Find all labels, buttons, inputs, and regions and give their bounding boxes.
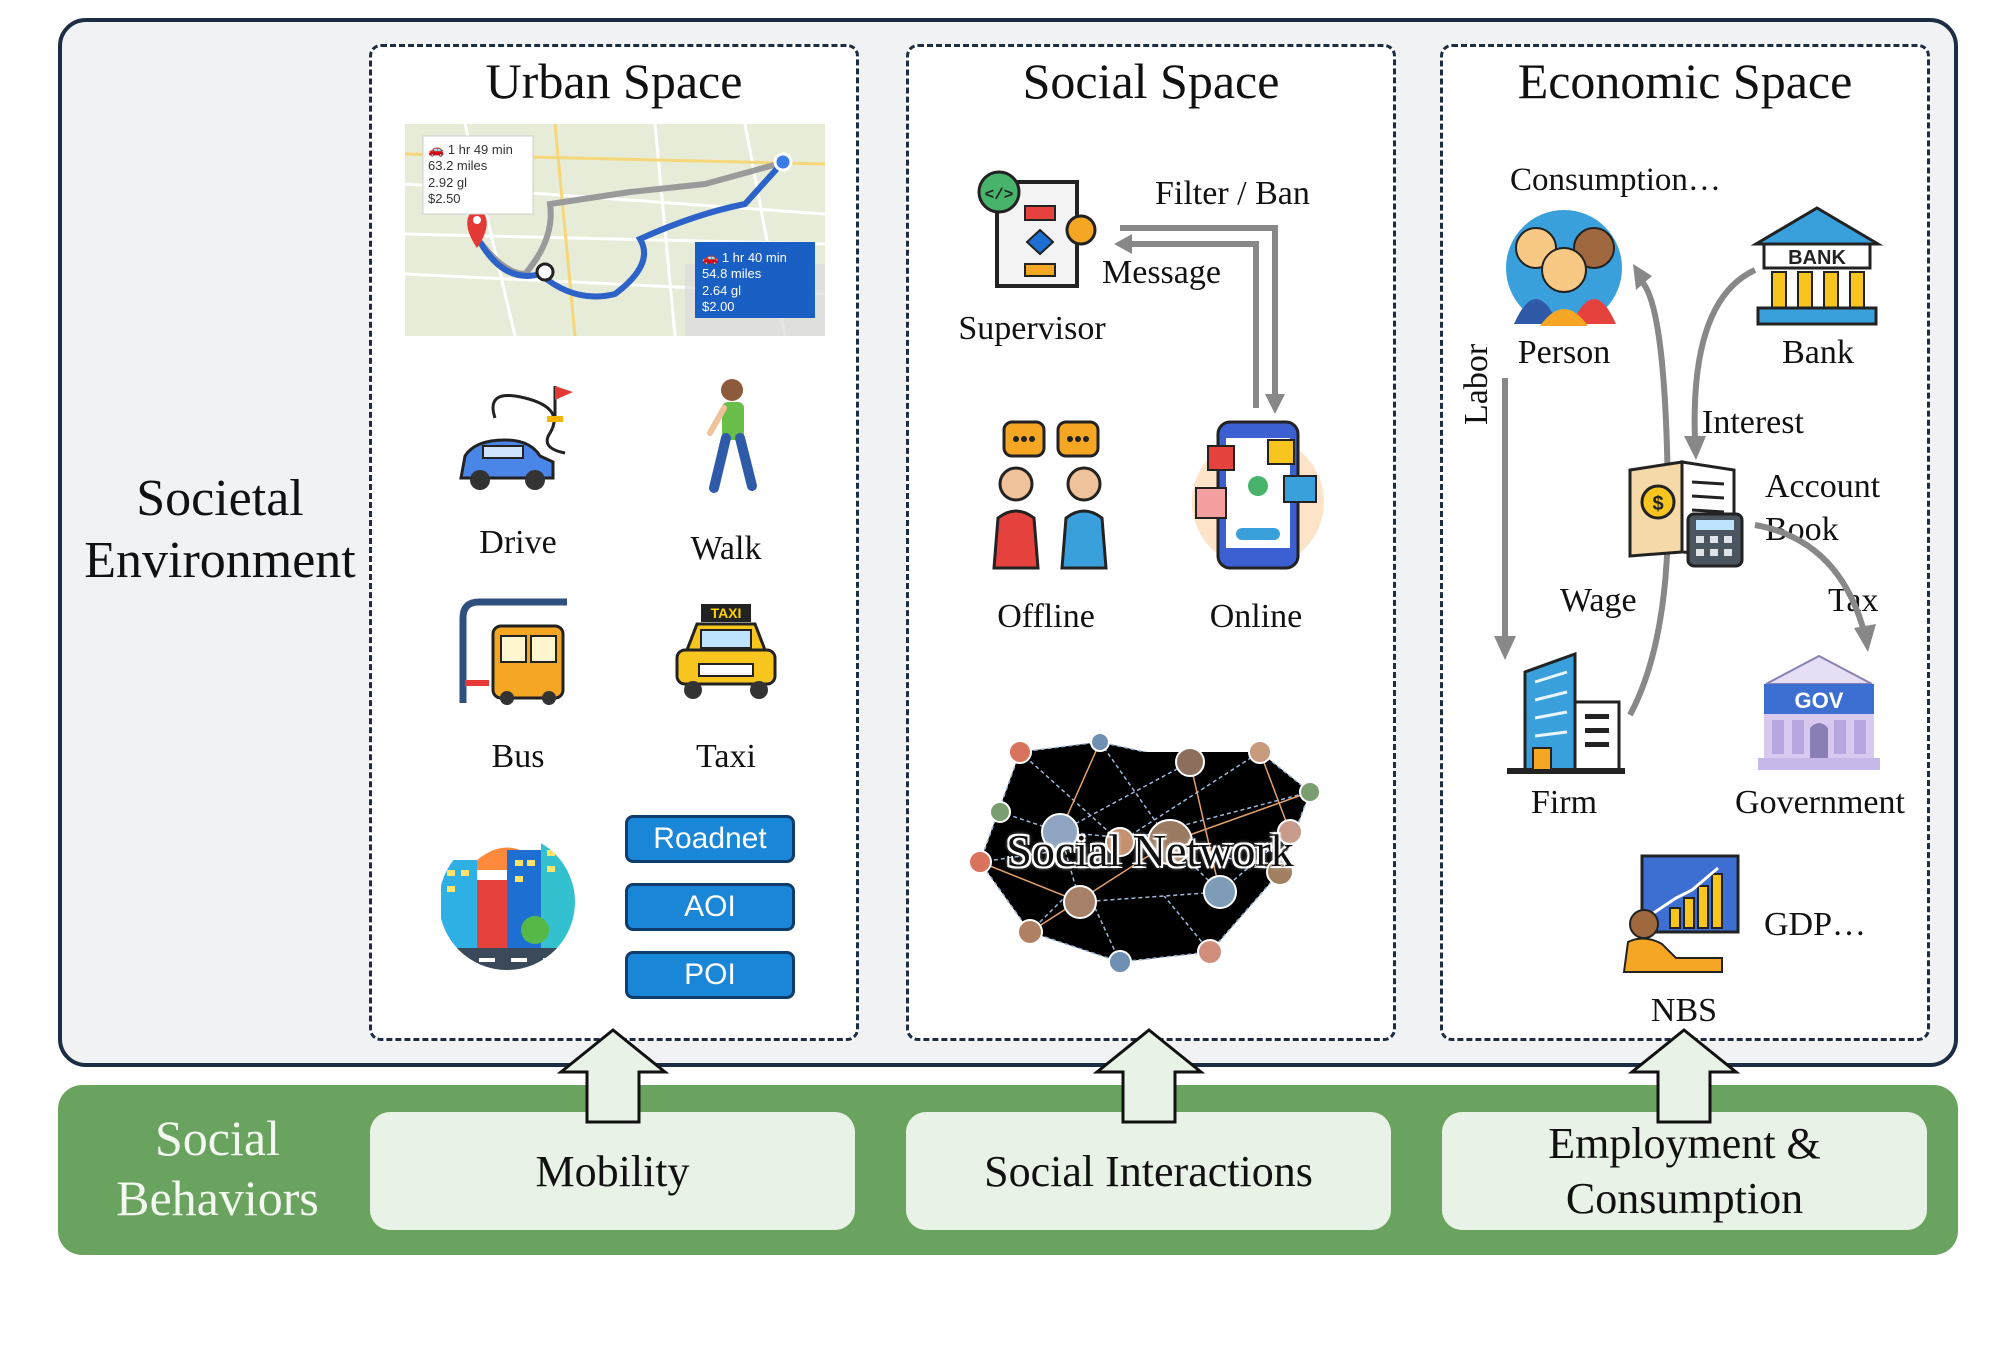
poi-chip: POI — [625, 951, 795, 999]
bank-icon: BANK — [1750, 206, 1884, 326]
consumption-label: Consumption… — [1510, 162, 1721, 198]
gdp-label: GDP… — [1764, 906, 1867, 943]
account-book-icon: $ — [1628, 460, 1744, 568]
up-arrow-icon — [1092, 1028, 1206, 1124]
route-card-blue: 🚗 1 hr 40 min 54.8 miles 2.64 gl $2.00 — [702, 250, 787, 314]
car-icon — [459, 386, 573, 490]
nbs-label: NBS — [1650, 992, 1718, 1029]
economic-flow-arrows — [1494, 264, 1876, 717]
taxi-label: Taxi — [696, 738, 756, 775]
chat-people-icon — [992, 420, 1108, 570]
city-icon — [439, 834, 575, 970]
analyst-chart-icon — [1622, 854, 1740, 973]
destination-dot — [773, 152, 793, 172]
firm-building-icon — [1507, 651, 1625, 774]
phone-apps-icon — [1192, 420, 1324, 570]
government-icon: GOV — [1758, 654, 1880, 770]
svg-text:BANK: BANK — [1788, 247, 1846, 269]
wage-label: Wage — [1560, 582, 1637, 619]
message-label: Message — [1102, 254, 1221, 291]
social-network-label: Social Network — [1006, 825, 1294, 876]
svg-text:TAXI: TAXI — [711, 605, 742, 621]
svg-text:$: $ — [1652, 493, 1663, 515]
aoi-chip: AOI — [625, 883, 795, 931]
up-arrow-icon — [1627, 1028, 1741, 1124]
government-label: Government — [1735, 784, 1905, 821]
walk-label: Walk — [690, 530, 762, 567]
location-pin-icon — [467, 210, 487, 248]
economic-space-title: Economic Space — [1517, 53, 1853, 109]
route-card-gray: 🚗 1 hr 49 min 63.2 miles 2.92 gl $2.50 — [428, 142, 513, 206]
filter-ban-label: Filter / Ban — [1155, 175, 1310, 212]
interest-label: Interest — [1702, 404, 1804, 441]
social-behaviors-label: Social Behaviors — [116, 1110, 319, 1226]
svg-text:</>: </> — [985, 186, 1014, 204]
bus-label: Bus — [491, 738, 545, 775]
filter-message-arrows — [1114, 225, 1285, 414]
bank-label: Bank — [1782, 334, 1854, 371]
offline-label: Offline — [997, 598, 1095, 635]
roadnet-chip: Roadnet — [625, 815, 795, 863]
network-icon — [968, 732, 1321, 974]
person-label: Person — [1517, 334, 1611, 371]
social-interactions-box: Social Interactions — [906, 1112, 1391, 1230]
route-map — [404, 123, 826, 337]
walker-icon — [707, 379, 757, 493]
taxi-icon: TAXI — [675, 604, 777, 699]
account-label: Account — [1765, 468, 1881, 505]
supervisor-label: Supervisor — [958, 310, 1106, 347]
up-arrow-icon — [556, 1028, 670, 1124]
svg-text:GOV: GOV — [1795, 688, 1844, 713]
drive-label: Drive — [479, 524, 557, 561]
urban-space-title: Urban Space — [485, 53, 743, 109]
people-icon — [1506, 210, 1622, 326]
online-label: Online — [1209, 598, 1303, 635]
supervisor-flowchart-icon: </> — [977, 170, 1097, 288]
social-space-title: Social Space — [1022, 53, 1280, 109]
mobility-box: Mobility — [370, 1112, 855, 1230]
firm-label: Firm — [1530, 784, 1598, 821]
societal-environment-label: Societal Environment — [84, 470, 356, 590]
bus-stop-icon — [459, 598, 567, 705]
employment-consumption-box: Employment & Consumption — [1442, 1112, 1927, 1230]
